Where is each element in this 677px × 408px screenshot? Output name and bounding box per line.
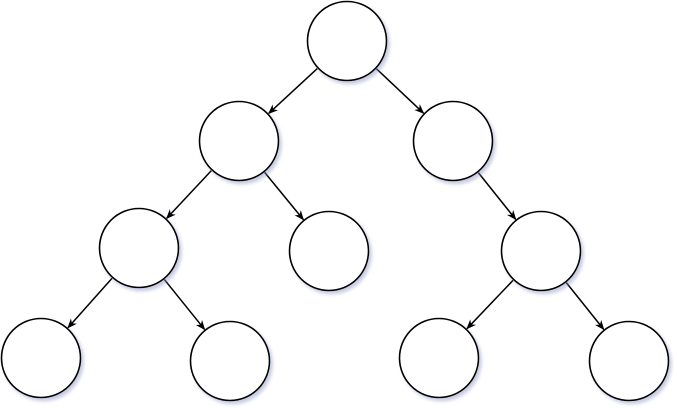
edge-n6-n10	[565, 282, 605, 331]
tree-node-n5	[288, 210, 370, 292]
edge-n4-n7	[67, 277, 113, 329]
edge-n6-n9	[466, 279, 514, 330]
edge-n2-n4	[165, 170, 212, 220]
tree-node-n3	[412, 100, 494, 182]
tree-node-n10	[588, 320, 670, 402]
edge-n3-n6	[477, 172, 517, 221]
tree-node-n8	[189, 320, 271, 402]
tree-node-n6	[500, 210, 582, 292]
edge-n4-n8	[163, 279, 206, 331]
tree-node-n7	[0, 317, 82, 399]
edge-n1-n3	[375, 68, 425, 114]
edge-n2-n5	[264, 171, 304, 221]
tree-node-n4	[98, 207, 180, 289]
edges-layer	[67, 67, 605, 331]
nodes-layer	[0, 0, 670, 402]
tree-node-n1	[306, 0, 388, 82]
tree-node-n2	[198, 100, 280, 182]
tree-node-n9	[398, 317, 480, 399]
edge-n1-n2	[267, 67, 318, 115]
